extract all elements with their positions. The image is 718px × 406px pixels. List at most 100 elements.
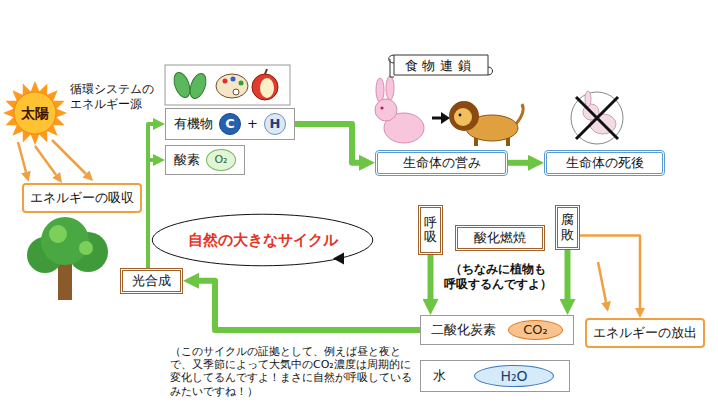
life-box: 生命体の営み (375, 150, 508, 176)
node-text: 太陽 (21, 105, 49, 122)
rabbit-ear (386, 76, 394, 100)
energy-source-note: 循環システムの エネルギー源 (70, 82, 158, 112)
frame-circle (571, 92, 623, 144)
rabbit-head (375, 99, 397, 121)
rabbit-ear (585, 91, 591, 107)
h2o-oval: H₂O (474, 365, 554, 387)
tree (27, 217, 108, 300)
paint-dot (233, 89, 239, 95)
picture-frame (165, 65, 290, 105)
paint-dot (239, 81, 244, 86)
node-text: 光合成 (132, 273, 171, 289)
oxygen-circle: O₂ (206, 149, 236, 171)
respiration-box: 呼吸 (418, 205, 443, 255)
flow-arrow (199, 281, 420, 330)
node-text: 生命体の死後 (566, 155, 644, 171)
cycle-ellipse: 自然の大きなサイクル (150, 212, 375, 268)
sun: 太陽 (2, 80, 68, 146)
flow-arrow (580, 236, 640, 309)
rabbit-ear (376, 78, 384, 102)
decay-box: 腐敗 (555, 205, 580, 250)
node-text: 自然の大きなサイクル (188, 231, 338, 249)
energy-arrow (598, 262, 606, 302)
node-text: 腐敗 (561, 213, 574, 242)
node-text: 食物連鎖 (405, 58, 475, 74)
paint-dot (223, 79, 228, 84)
tree-highlight (79, 241, 93, 255)
flow-arrow (508, 160, 528, 166)
rabbit (375, 76, 424, 143)
release-box: エネルギーの放出 (585, 318, 705, 348)
lion-mane (449, 101, 479, 131)
lion-leg (474, 138, 478, 146)
scroll-path (389, 55, 493, 77)
co2-oval: CO₂ (508, 320, 563, 340)
energy-arrow (52, 140, 86, 174)
co2-box: 二酸化炭素 CO₂ (420, 315, 574, 345)
organic-box: 有機物 + C H (165, 108, 295, 140)
death-box: 生命体の死後 (544, 150, 665, 176)
oxygen-box: 酸素 O₂ (165, 145, 245, 175)
sun-rays (3, 81, 67, 145)
node-text: エネルギーの吸収 (30, 190, 134, 206)
evidence-note: （このサイクルの証拠として、例えば昼と夜とで、又季節によって大気中のCO₂濃度は… (170, 345, 414, 398)
flow-arrow (428, 255, 434, 299)
photosynthesis-box: 光合成 (120, 268, 183, 294)
node-text: 有機物 (174, 116, 213, 132)
flow-arrow (295, 124, 359, 163)
organic-matter-pictures (165, 65, 290, 105)
flow-arrow (148, 124, 153, 268)
water-box: 水 H₂O (420, 360, 570, 392)
cycle-ring (152, 214, 373, 266)
lion-face (454, 108, 472, 126)
arrow-line (432, 117, 442, 120)
node-text: エネルギーの放出 (593, 325, 697, 341)
node-text: 呼吸 (424, 216, 437, 245)
apple-stem (265, 69, 267, 74)
node-text: H₂O (500, 368, 527, 385)
node-text: CO₂ (523, 322, 548, 338)
tree-trunk (58, 262, 72, 300)
apple-cut (260, 78, 274, 98)
sun-disc (14, 92, 56, 134)
flow-arrow (148, 160, 153, 268)
apple (252, 74, 278, 100)
lion-tail (516, 104, 523, 124)
palette (216, 74, 248, 98)
combustion-box: 酸化燃焼 (455, 225, 545, 251)
cross-mark (576, 97, 618, 139)
node-text: 生命体の営み (403, 155, 481, 171)
hydrogen-circle: H (264, 113, 286, 135)
node-text: 酸素 (174, 152, 200, 168)
paint-dot (231, 77, 236, 82)
energy-rays (18, 140, 606, 302)
plant-respiration-note: （ちなみに植物も 呼吸するんですよ） (440, 262, 556, 292)
node-text: C (225, 116, 235, 132)
lion-leg (506, 138, 510, 146)
carbon-circle: C (219, 113, 241, 135)
flow-arrow (565, 250, 571, 299)
arrow-head (441, 112, 450, 124)
tree-crown (41, 217, 89, 265)
leaf (187, 71, 209, 100)
flow-arrow (35, 146, 56, 175)
node-text: + (247, 116, 258, 132)
tree-highlight (49, 225, 67, 243)
leaf (171, 70, 193, 99)
rabbit-eye (380, 106, 383, 109)
node-text: 水 (433, 368, 446, 384)
energy-box: エネルギーの吸収 (22, 183, 142, 213)
banner-scroll: 食物連鎖 (386, 52, 494, 80)
node-text: 酸化燃焼 (474, 230, 526, 246)
cross-mark (576, 97, 618, 139)
energy-arrow (18, 142, 26, 172)
food-chain-arrow (432, 112, 450, 124)
lion-eye (459, 114, 462, 117)
lion (449, 101, 523, 146)
node-text: 二酸化炭素 (431, 322, 496, 338)
node-text: O₂ (214, 153, 227, 166)
node-text: H (269, 116, 280, 132)
dead-rabbit (571, 91, 623, 144)
